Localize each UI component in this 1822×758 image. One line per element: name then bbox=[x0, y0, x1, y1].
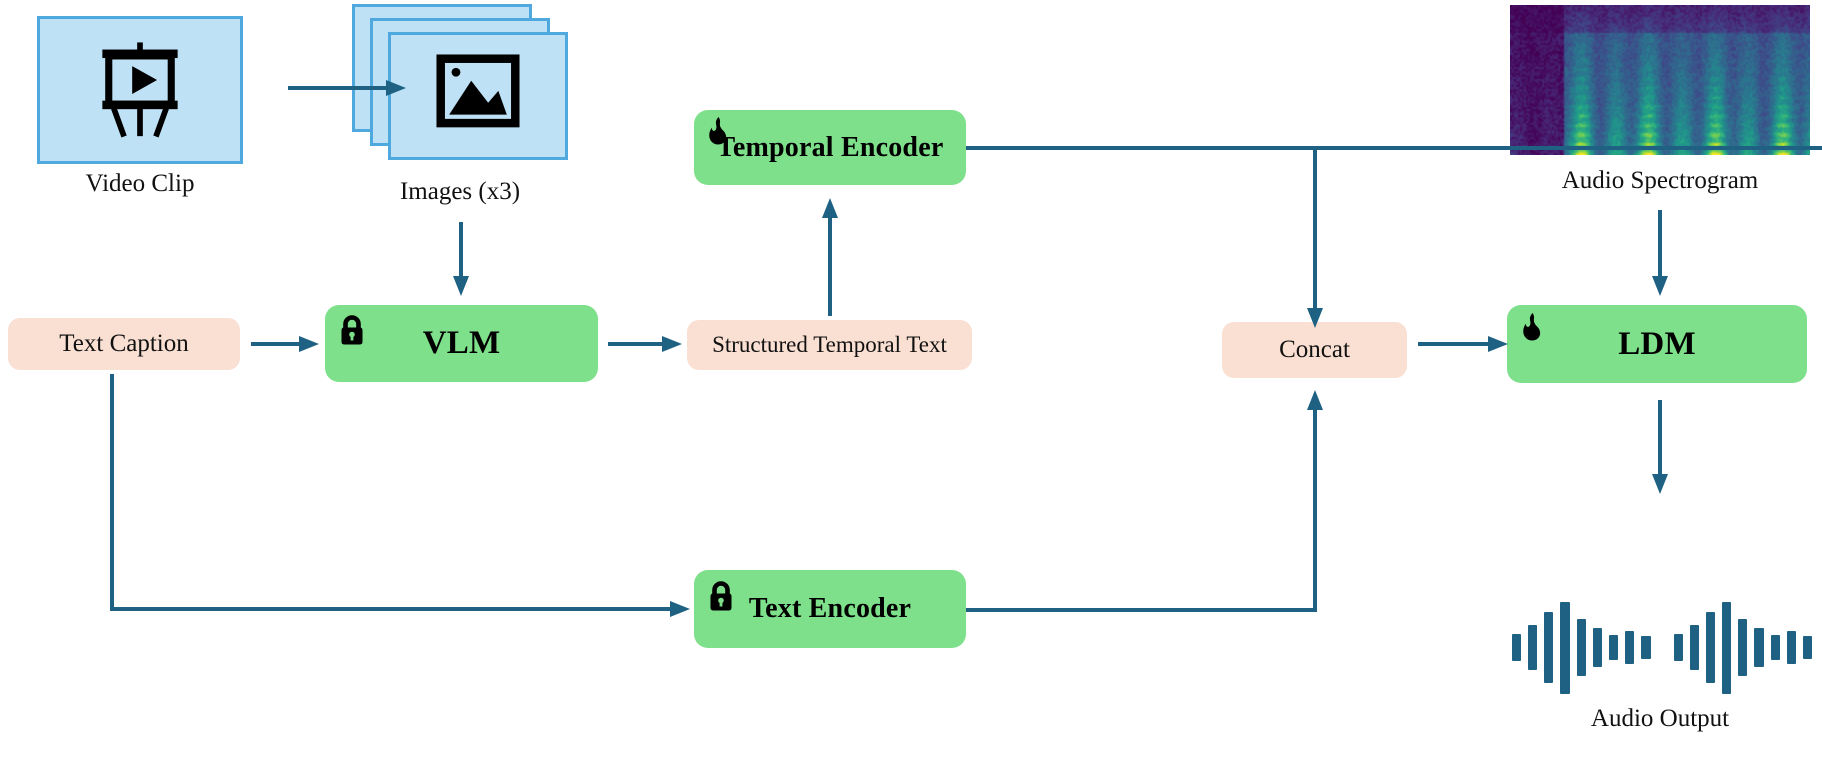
waveform-bar bbox=[1625, 630, 1635, 665]
image-card-front bbox=[388, 32, 568, 160]
structured-temporal-text-block: Structured Temporal Text bbox=[687, 320, 972, 370]
vlm-block: VLM bbox=[325, 305, 598, 382]
picture-icon bbox=[436, 54, 520, 128]
waveform-bar bbox=[1689, 625, 1699, 670]
ldm-block: LDM bbox=[1507, 305, 1807, 383]
arrow-caption-to-text-encoder bbox=[110, 374, 690, 617]
video-clip-label: Video Clip bbox=[85, 170, 195, 197]
ldm-label: LDM bbox=[1618, 325, 1696, 362]
audio-spectrogram-image bbox=[1510, 5, 1810, 155]
waveform-bar bbox=[1754, 628, 1764, 667]
waveform-bar bbox=[1544, 611, 1554, 684]
video-presentation-icon bbox=[102, 42, 178, 138]
waveform-bar bbox=[1592, 628, 1602, 667]
text-caption-block: Text Caption bbox=[8, 318, 240, 370]
vlm-label: VLM bbox=[422, 325, 501, 361]
flame-icon bbox=[1517, 311, 1545, 344]
audio-spectrogram-label: Audio Spectrogram bbox=[1561, 167, 1759, 194]
flame-icon bbox=[703, 115, 731, 148]
waveform-bar bbox=[1560, 601, 1570, 694]
waveform-bar bbox=[1528, 625, 1538, 670]
arrow-structured-text-to-temporal-encoder bbox=[822, 198, 838, 316]
concat-label: Concat bbox=[1279, 336, 1350, 363]
waveform-bar bbox=[1705, 611, 1716, 684]
arrow-video-to-images bbox=[288, 80, 406, 96]
arrow-temporal-encoder-to-concat bbox=[966, 146, 1822, 328]
video-clip-thumbnail bbox=[37, 16, 243, 164]
waveform-bar bbox=[1511, 633, 1522, 662]
lock-icon bbox=[337, 314, 367, 347]
arrow-vlm-to-structured-text bbox=[608, 336, 682, 352]
waveform-bar bbox=[1770, 634, 1780, 661]
text-caption-label: Text Caption bbox=[59, 330, 189, 357]
temporal-encoder-block: Temporal Encoder bbox=[694, 110, 966, 185]
structured-temporal-text-label: Structured Temporal Text bbox=[712, 332, 947, 357]
images-label: Images (x3) bbox=[399, 178, 521, 205]
arrow-concat-to-ldm bbox=[1418, 336, 1508, 352]
text-encoder-block: Text Encoder bbox=[694, 570, 966, 648]
arrow-caption-to-vlm bbox=[251, 336, 319, 352]
text-encoder-label: Text Encoder bbox=[748, 593, 912, 624]
waveform-bar bbox=[1673, 633, 1683, 662]
arrow-ldm-to-audio-output bbox=[1652, 400, 1668, 494]
concat-block: Concat bbox=[1222, 322, 1407, 378]
temporal-encoder-label: Temporal Encoder bbox=[716, 131, 944, 163]
audio-output-waveform bbox=[1511, 600, 1813, 695]
waveform-bar bbox=[1802, 635, 1813, 660]
images-stack bbox=[352, 4, 568, 172]
lock-icon bbox=[706, 580, 736, 613]
waveform-bar bbox=[1738, 618, 1748, 677]
waveform-bar bbox=[1576, 618, 1586, 677]
arrow-images-to-vlm bbox=[453, 222, 469, 296]
arrow-text-encoder-to-concat bbox=[966, 390, 1323, 612]
waveform-bar bbox=[1786, 630, 1796, 665]
waveform-bar bbox=[1722, 601, 1732, 694]
arrow-spectrogram-to-ldm bbox=[1652, 210, 1668, 296]
audio-output-label: Audio Output bbox=[1590, 705, 1730, 732]
waveform-bar bbox=[1608, 634, 1619, 661]
waveform-bar bbox=[1641, 635, 1651, 660]
